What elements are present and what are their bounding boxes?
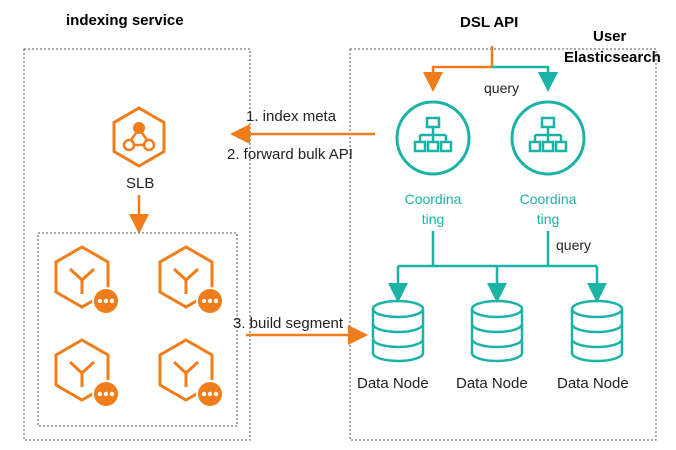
data-node-label-1: Data Node [357,375,429,392]
cube-with-dots-icon [54,338,120,408]
coordinating-label-2: Coordina ting [508,189,588,229]
query-fanout-lines [388,231,607,303]
forward-bulk-label: 2. forward bulk API [227,146,353,163]
indexing-service-panel [23,48,251,441]
cube-with-dots-icon [158,245,224,315]
coordinating-label-1: Coordina ting [393,189,473,229]
data-node-label-2: Data Node [456,375,528,392]
indexing-service-title: indexing service [66,12,184,29]
coordinating-label-1-line1: Coordina [404,191,462,207]
index-meta-label: 1. index meta [246,108,337,125]
dsl-api-label: DSL API [460,14,519,31]
coordinating-label-2-line2: ting [536,211,560,227]
data-node-label-3: Data Node [557,375,629,392]
user-elasticsearch-panel [349,48,657,441]
dsl-api-arrow [423,46,494,92]
query-label-top: query [484,80,520,96]
cube-with-dots-icon [158,338,224,408]
build-segment-label: 3. build segment [233,315,344,332]
hexagon-network-icon [112,106,166,168]
elasticsearch-label: Elasticsearch [564,49,661,66]
database-cylinder-icon [371,299,425,363]
user-label: User [593,28,627,45]
database-cylinder-icon [470,299,524,363]
coordinating-label-1-line2: ting [421,211,445,227]
slb-label: SLB [126,175,155,192]
cube-with-dots-icon [54,245,120,315]
coordinating-label-2-line1: Coordina [519,191,577,207]
hierarchy-tree-icon [510,100,586,176]
hierarchy-tree-icon [395,100,471,176]
query-label-mid: query [556,237,592,253]
query-arrow-top [492,65,558,92]
database-cylinder-icon [570,299,624,363]
